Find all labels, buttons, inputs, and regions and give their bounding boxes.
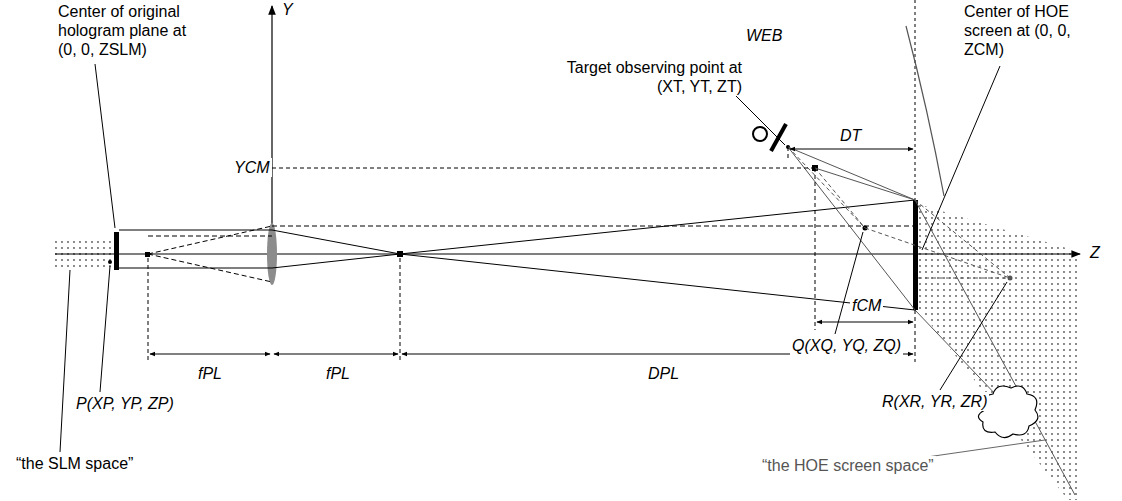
slm-plane bbox=[114, 232, 119, 270]
dimension-label: fPL bbox=[324, 364, 352, 383]
dimension-label: fPL bbox=[196, 364, 224, 383]
coordinate-label: YCM bbox=[232, 158, 272, 177]
point-label: Q(XQ, YQ, ZQ) bbox=[790, 336, 903, 355]
dimension-label: DT bbox=[838, 126, 863, 145]
note-label: Center of original hologram plane at (0,… bbox=[56, 2, 210, 59]
dimension-arrows bbox=[150, 149, 913, 354]
note-label: Target observing point at (XT, YT, ZT) bbox=[560, 58, 744, 96]
point-label: P(XP, YP, ZP) bbox=[74, 394, 176, 413]
extension-lines bbox=[148, 147, 915, 362]
region-label: “the HOE screen space” bbox=[760, 456, 936, 475]
dimension-label: DPL bbox=[646, 364, 681, 383]
dimension-label: WEB bbox=[744, 26, 784, 45]
curved-surface bbox=[906, 26, 944, 196]
point-p bbox=[108, 260, 112, 264]
dashed-rays bbox=[148, 226, 915, 282]
hoe-screen bbox=[913, 200, 918, 310]
axis-label: Y bbox=[280, 0, 295, 19]
hoe-space bbox=[918, 204, 1080, 500]
rays bbox=[119, 200, 915, 310]
leader-line bbox=[920, 440, 1045, 458]
screen-axis bbox=[915, 0, 916, 200]
z-axis bbox=[55, 253, 1080, 254]
note-label: Center of HOE screen at (0, 0, ZCM) bbox=[962, 2, 1091, 59]
point-label: R(XR, YR, ZR) bbox=[880, 392, 989, 411]
lens bbox=[267, 223, 277, 285]
leader-lines bbox=[60, 64, 1007, 452]
eye bbox=[753, 127, 767, 141]
observing-rays bbox=[788, 147, 1075, 495]
region-label: “the SLM space” bbox=[14, 454, 135, 473]
axis-label: Z bbox=[1088, 243, 1102, 262]
dashed-observing-rays bbox=[788, 147, 1010, 278]
dimension-label: fCM bbox=[850, 296, 883, 315]
eye-box bbox=[771, 124, 786, 151]
